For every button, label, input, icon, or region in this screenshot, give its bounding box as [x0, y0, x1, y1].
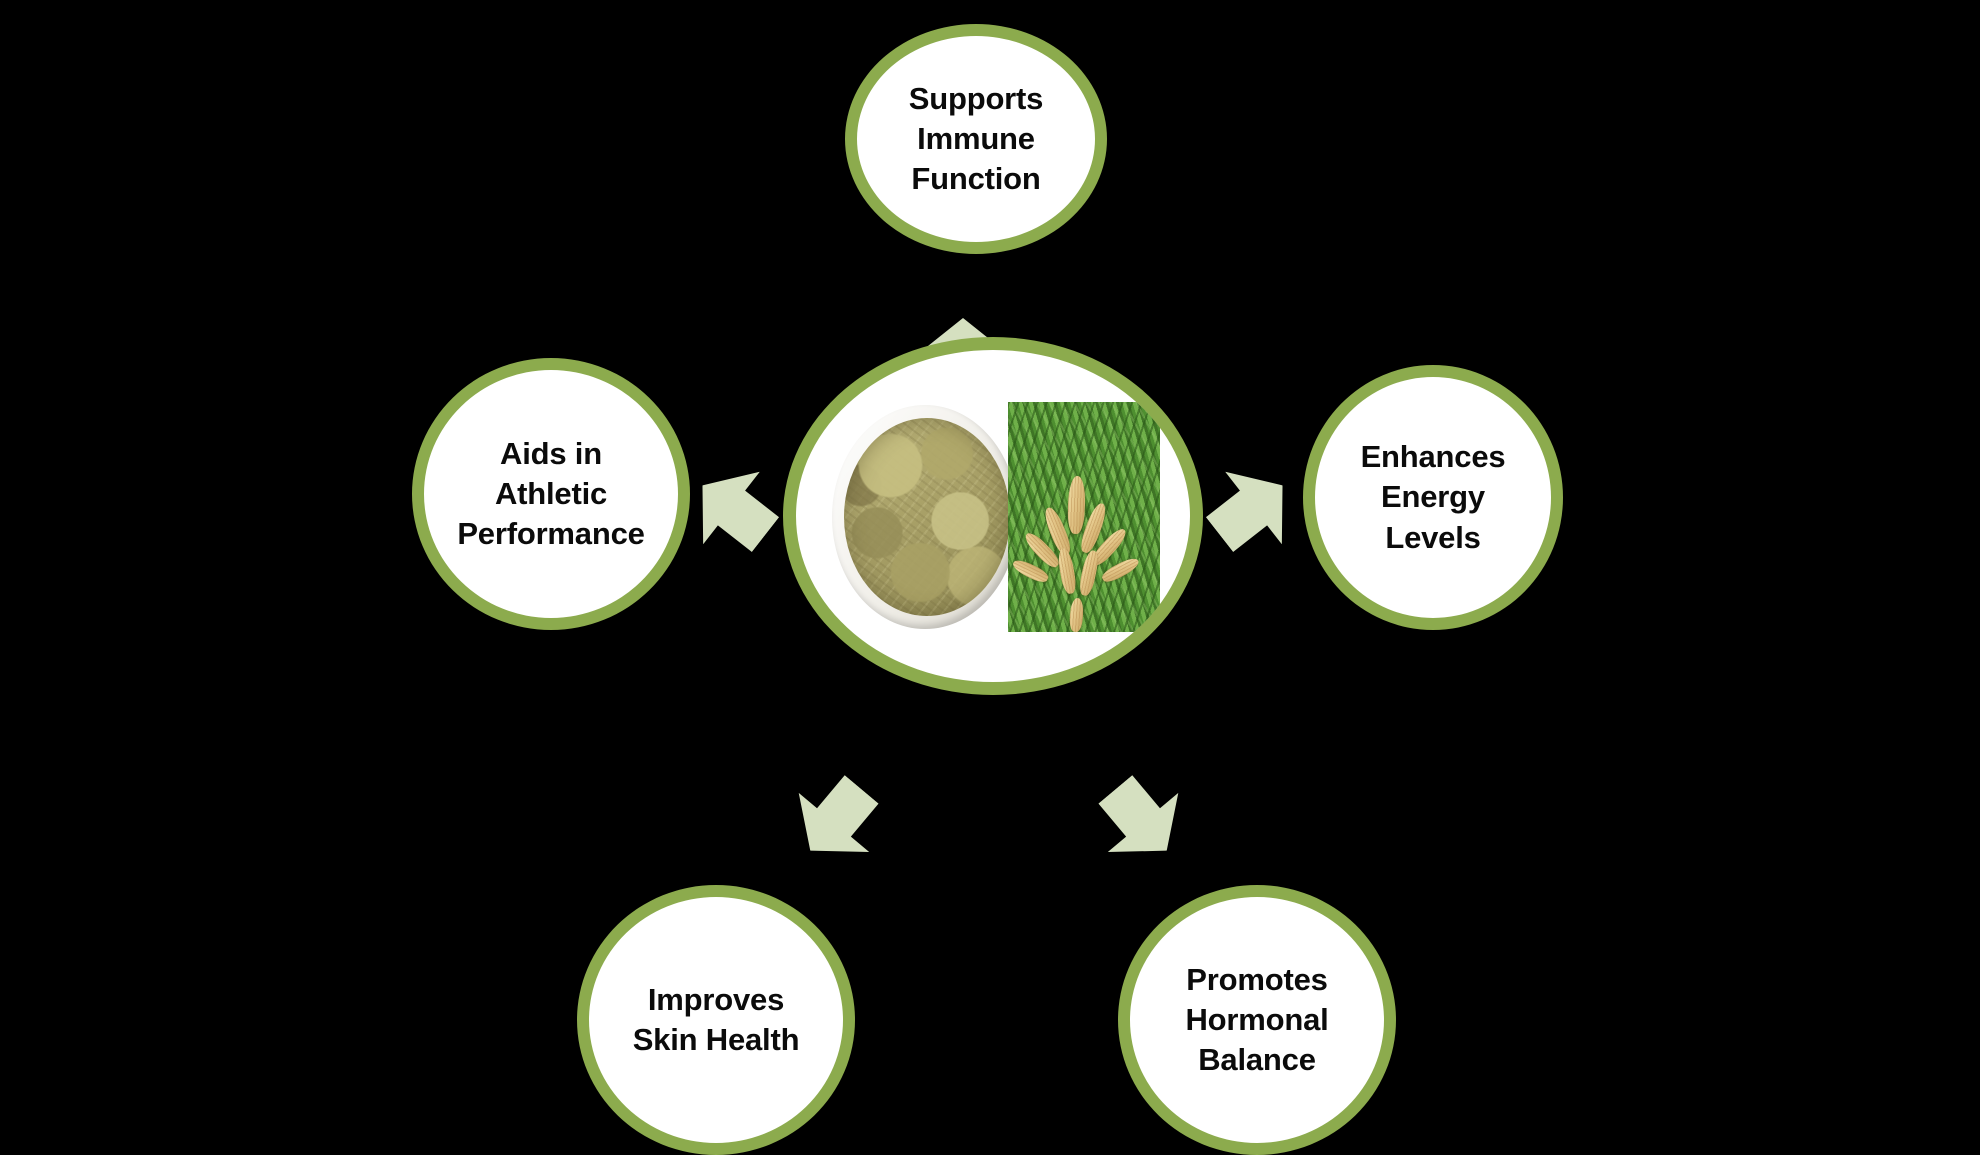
arrow-to-skin: [775, 760, 897, 880]
pine-branch-image: [1008, 402, 1160, 632]
benefit-node-athletic[interactable]: Aids in Athletic Performance: [412, 358, 690, 630]
arrow-to-hormonal: [1080, 760, 1202, 880]
arrow-to-energy: [1191, 449, 1311, 571]
pollen-cone: [1056, 547, 1078, 595]
pollen-cone: [1077, 549, 1101, 597]
benefit-node-skin[interactable]: Improves Skin Health: [577, 885, 855, 1155]
benefit-label-immune: Supports Immune Function: [908, 80, 1044, 197]
pine-pollen-image: [830, 402, 1160, 632]
benefit-node-immune[interactable]: Supports Immune Function: [845, 24, 1107, 254]
pollen-cone: [1066, 475, 1087, 535]
benefit-label-athletic: Aids in Athletic Performance: [457, 435, 645, 552]
benefit-label-energy: Enhances Energy Levels: [1360, 439, 1506, 555]
benefit-node-energy[interactable]: Enhances Energy Levels: [1303, 365, 1563, 630]
pollen-cone: [1068, 597, 1085, 632]
benefit-node-hormonal[interactable]: Promotes Hormonal Balance: [1118, 885, 1396, 1155]
benefit-label-hormonal: Promotes Hormonal Balance: [1185, 961, 1329, 1078]
center-node-pine-pollen[interactable]: [783, 337, 1203, 695]
pollen-powder-bowl-image: [830, 402, 1008, 632]
pollen-powder: [844, 418, 1008, 616]
arrow-to-athletic: [674, 449, 794, 571]
benefit-label-skin: Improves Skin Health: [632, 981, 800, 1057]
